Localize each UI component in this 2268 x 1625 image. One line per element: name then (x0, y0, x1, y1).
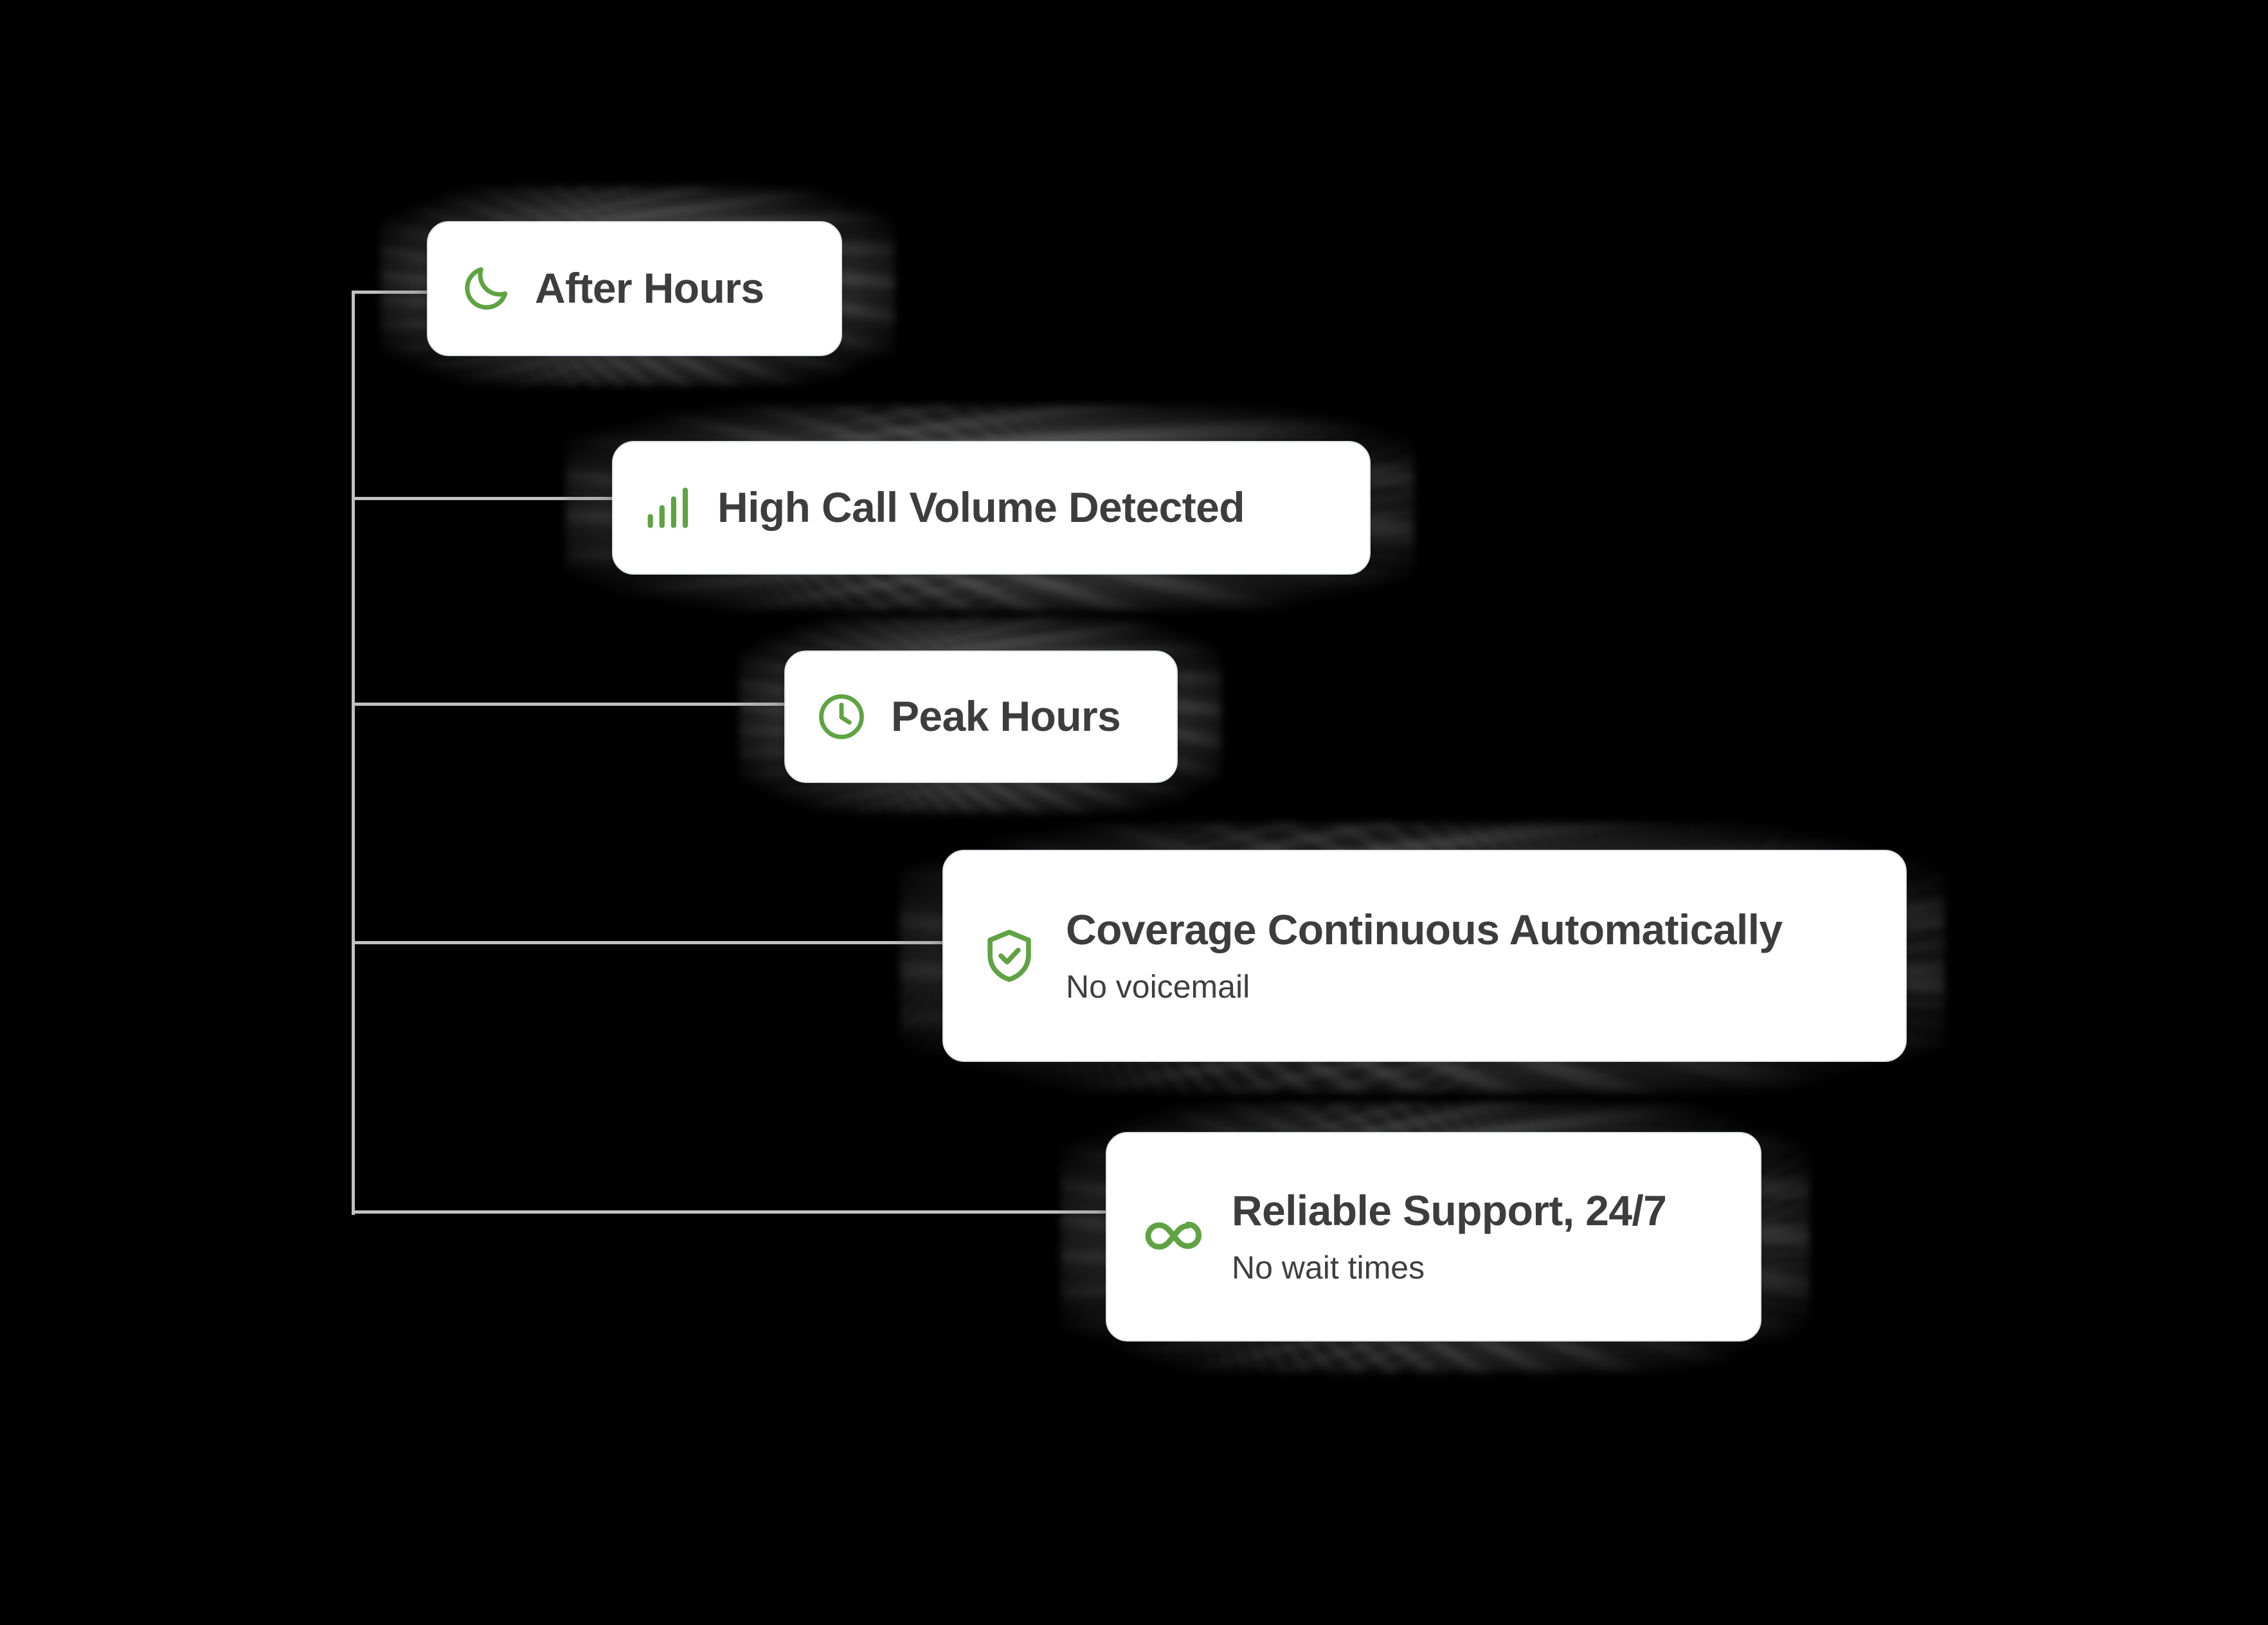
card-subtitle: No wait times (1232, 1250, 1425, 1286)
card-subtitle: No voicemail (1066, 969, 1250, 1005)
shield-check-icon (980, 924, 1039, 988)
card-surface-high-call-volume[interactable]: High Call Volume Detected (612, 441, 1371, 575)
card-title: High Call Volume Detected (717, 483, 1245, 532)
moon-icon (459, 262, 513, 316)
infinity-icon (1143, 1206, 1202, 1268)
signal-bars-icon (642, 481, 694, 535)
card-surface-reliable-support[interactable]: Reliable Support, 24/7 No wait times (1106, 1132, 1761, 1342)
card-title: Peak Hours (891, 692, 1121, 741)
card-title: Reliable Support, 24/7 (1232, 1186, 1667, 1234)
card-title: Coverage Continuous Automatically (1066, 905, 1783, 953)
connector-branch-peak-hours (352, 703, 843, 706)
card-title: After Hours (535, 264, 764, 312)
connector-branch-reliable-support (352, 1210, 1165, 1214)
card-text-block: Reliable Support, 24/7 No wait times (1232, 1186, 1667, 1286)
card-surface-after-hours[interactable]: After Hours (427, 221, 842, 356)
connector-trunk-line (352, 292, 355, 1215)
connector-branch-coverage (352, 941, 1004, 944)
card-text-block: Coverage Continuous Automatically No voi… (1066, 905, 1783, 1005)
clock-icon (815, 690, 868, 743)
card-surface-coverage-continuous[interactable]: Coverage Continuous Automatically No voi… (942, 850, 1907, 1062)
card-surface-peak-hours[interactable]: Peak Hours (784, 651, 1178, 783)
connector-branch-high-call-volume (352, 497, 670, 500)
